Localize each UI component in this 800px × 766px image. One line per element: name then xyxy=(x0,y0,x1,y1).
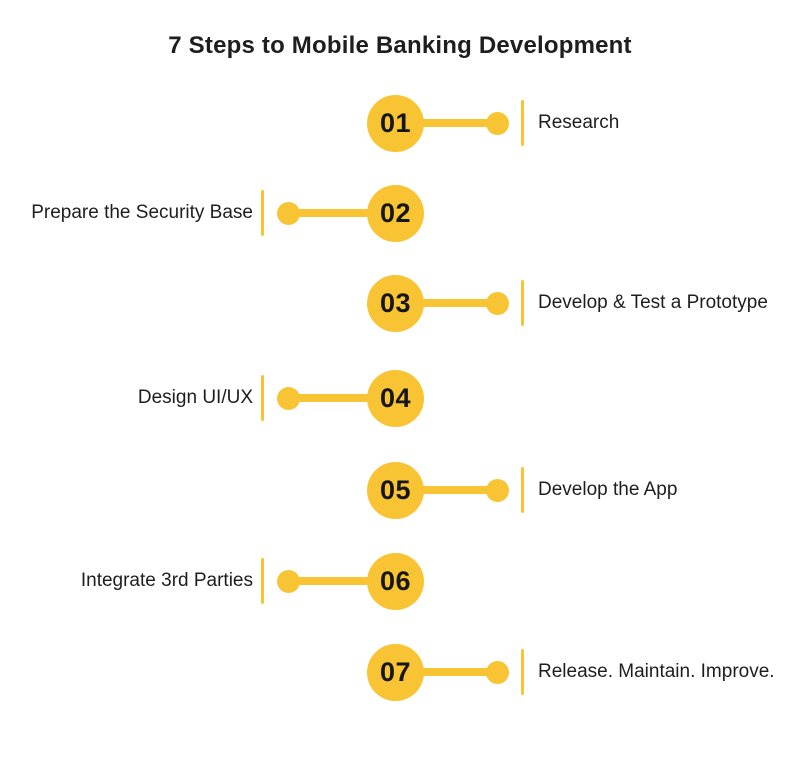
connector-line xyxy=(395,119,498,127)
connector-line xyxy=(292,209,395,217)
label-divider xyxy=(521,280,524,326)
connector-dot xyxy=(486,111,509,135)
connector-dot xyxy=(277,569,300,593)
step-number-circle: 05 xyxy=(367,462,424,519)
connector-line xyxy=(292,577,395,585)
label-divider xyxy=(521,100,524,146)
step-label: Release. Maintain. Improve. xyxy=(538,661,775,682)
connector-dot xyxy=(277,201,300,225)
step-label: Prepare the Security Base xyxy=(31,202,253,223)
connector-dot xyxy=(486,478,509,502)
step-number-circle: 06 xyxy=(367,553,424,610)
step-label: Develop & Test a Prototype xyxy=(538,292,768,313)
step-number-circle: 01 xyxy=(367,95,424,152)
step-number: 02 xyxy=(379,198,412,228)
step-label: Integrate 3rd Parties xyxy=(80,570,253,591)
connector-line xyxy=(395,668,498,676)
connector-dot xyxy=(277,386,300,410)
connector-line xyxy=(395,299,498,307)
step-number: 06 xyxy=(379,566,412,596)
step-number: 05 xyxy=(379,475,412,505)
label-divider xyxy=(261,375,264,421)
connector-dot xyxy=(486,660,509,684)
label-divider xyxy=(261,558,264,604)
step-label: Research xyxy=(538,112,620,133)
page-title: 7 Steps to Mobile Banking Development xyxy=(168,32,632,59)
label-divider xyxy=(261,190,264,236)
step-label: Design UI/UX xyxy=(137,387,253,408)
step-number: 07 xyxy=(379,657,412,687)
connector-line xyxy=(292,394,395,402)
step-number: 01 xyxy=(379,108,412,138)
connector-line xyxy=(395,486,498,494)
step-number-circle: 03 xyxy=(367,275,424,332)
step-label: Develop the App xyxy=(538,479,678,500)
label-divider xyxy=(521,467,524,513)
label-divider xyxy=(521,649,524,695)
step-number-circle: 07 xyxy=(367,644,424,701)
connector-dot xyxy=(486,291,509,315)
step-number: 03 xyxy=(379,288,412,318)
step-number: 04 xyxy=(379,383,412,413)
step-number-circle: 02 xyxy=(367,185,424,242)
step-number-circle: 04 xyxy=(367,370,424,427)
